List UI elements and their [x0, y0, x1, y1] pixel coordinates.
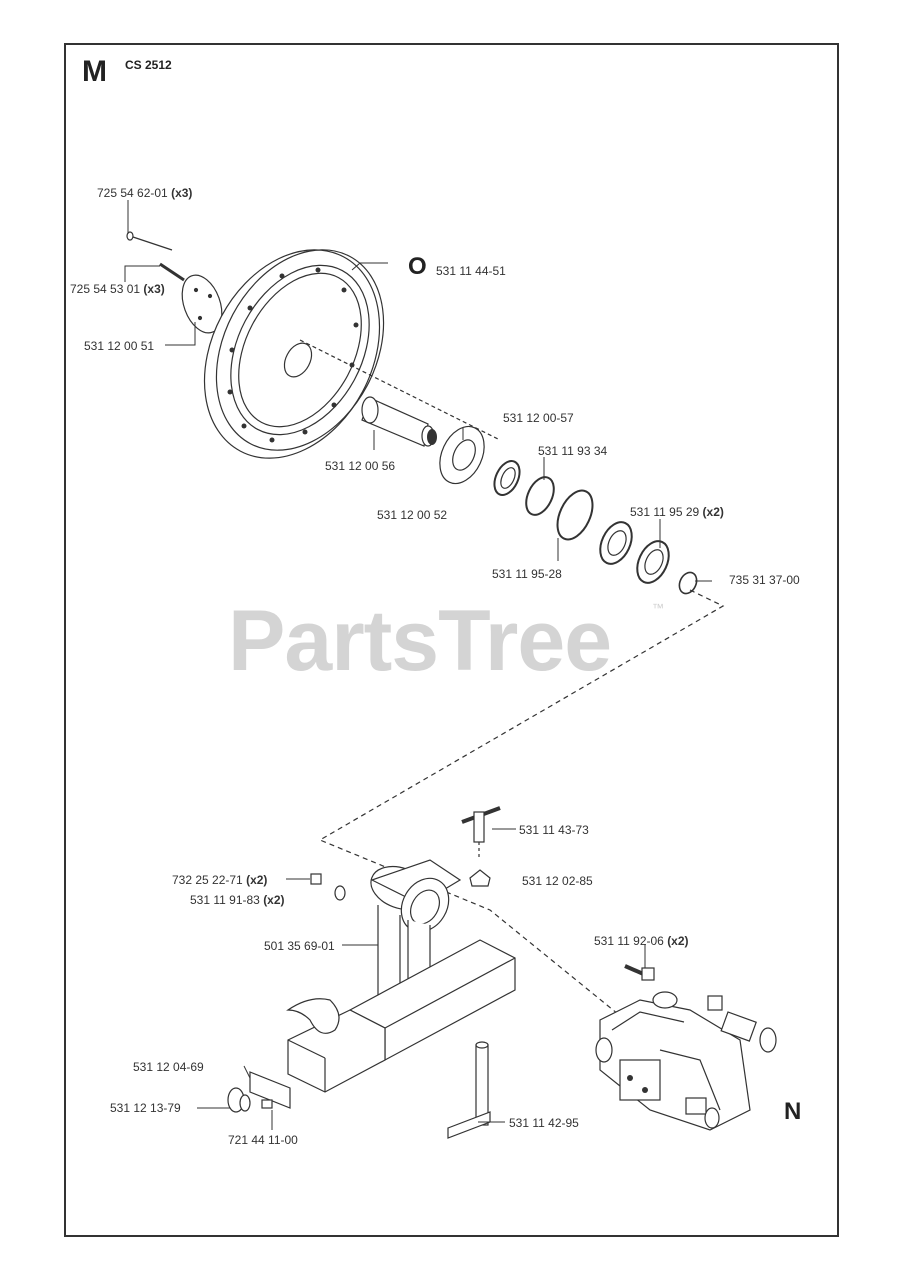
part-label-531-11-95-28: 531 11 95-28: [492, 567, 562, 581]
washer-531-11-91-83: [334, 885, 346, 901]
part-label-531-12-00-52: 531 12 00 52: [377, 508, 448, 522]
frame-501-35-69-01: [286, 859, 516, 1093]
part-label-531-11-42-95: 531 11 42-95: [509, 1116, 579, 1130]
bracket-531-12-04-69: [249, 1071, 291, 1109]
part-label-531-12-00-57: 531 12 00-57: [503, 411, 574, 425]
part-label-725-54-62-01: 725 54 62-01 (x3): [97, 186, 193, 200]
part-label-531-11-92-06: 531 11 92-06 (x2): [594, 934, 689, 948]
model-name: CS 2512: [125, 58, 172, 72]
part-label-531-11-43-73: 531 11 43-73: [519, 823, 589, 837]
part-label-732-25-22-71: 732 25 22-71 (x2): [172, 873, 268, 887]
part-label-735-31-37-00: 735 31 37-00: [729, 573, 800, 587]
foot-531-12-02-85: [469, 869, 491, 887]
callout-o: O: [408, 253, 427, 280]
nut-732-25-22-71: [310, 873, 322, 885]
part-label-531-11-93-34: 531 11 93 34: [538, 444, 608, 458]
knob-531-12-13-79: [227, 1087, 273, 1113]
part-label-531-11-44-51: 531 11 44-51: [436, 264, 506, 278]
bearing-531-11-95-29-b: [636, 540, 670, 584]
part-label-531-12-04-69: 531 12 04-69: [133, 1060, 204, 1074]
hub-531-12-00-56: [361, 396, 437, 447]
part-label-531-11-95-29: 531 11 95 29 (x2): [630, 505, 724, 519]
part-label-725-54-53-01: 725 54 53 01 (x3): [70, 282, 165, 296]
part-label-721-44-11-00: 721 44 11-00: [228, 1133, 298, 1147]
section-letter: M: [82, 55, 107, 88]
pin-725-54-53-01: [159, 262, 185, 282]
ring-531-11-93-34: [525, 476, 555, 516]
bolt-531-11-92-06: [624, 964, 655, 981]
flange-531-12-00-57: [439, 425, 485, 485]
leader-lines: [124, 200, 712, 1130]
hydraulic-coupling-top: [707, 995, 777, 1053]
t-handle-531-11-43-73: [461, 806, 501, 858]
wheel-531-11-44-51: [203, 249, 385, 459]
callout-n: N: [784, 1098, 802, 1125]
part-label-531-12-02-85: 531 12 02-85: [522, 874, 593, 888]
part-label-531-12-13-79: 531 12 13-79: [110, 1101, 181, 1115]
cover-plate-531-12-00-51: [181, 274, 223, 334]
part-label-531-12-00-51: 531 12 00 51: [84, 339, 155, 353]
diagram-frame: [64, 43, 839, 1237]
watermark-tm: ™: [652, 601, 664, 615]
seal-531-12-00-52: [493, 460, 521, 496]
part-label-531-11-91-83: 531 11 91-83 (x2): [190, 893, 285, 907]
part-label-531-12-00-56: 531 12 00 56: [325, 459, 396, 473]
part-label-501-35-69-01: 501 35 69-01: [264, 939, 335, 953]
hydraulic-motor-assembly: [595, 991, 777, 1131]
bearing-531-11-95-29-a: [599, 521, 633, 565]
hydraulic-coupling-bottom: [685, 1097, 720, 1129]
leg-531-11-42-95: [447, 1041, 491, 1139]
screw-725-54-62-01: [126, 231, 173, 251]
watermark: PartsTree: [228, 593, 612, 689]
ring-531-11-95-28: [556, 489, 594, 541]
circlip-735-31-37-00: [678, 571, 698, 595]
